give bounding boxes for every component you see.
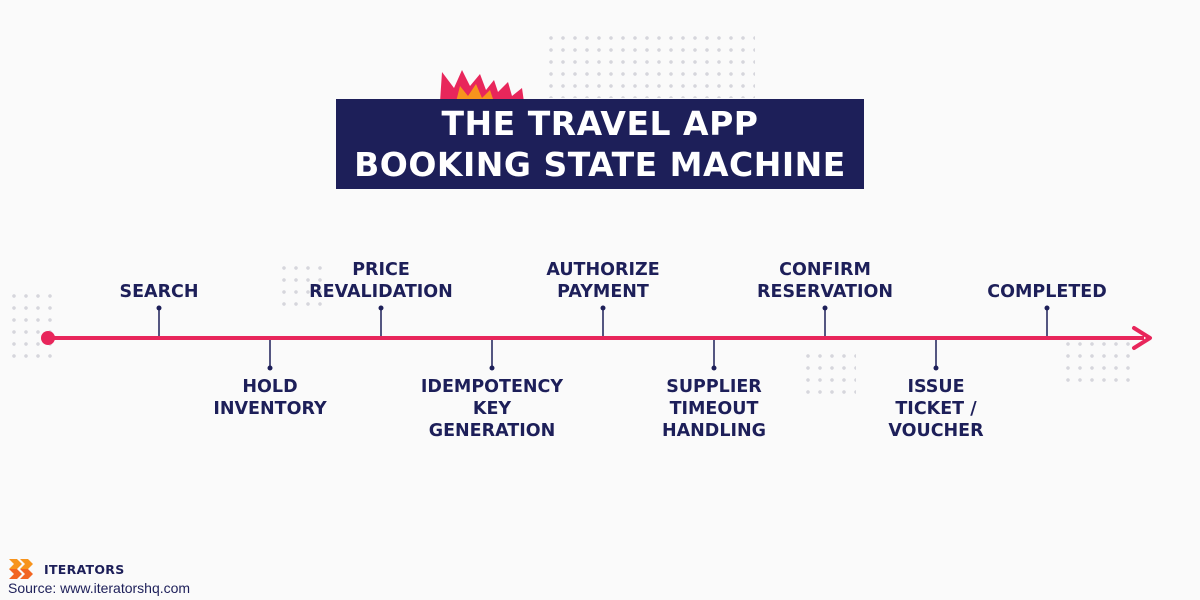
timeline-tick-dot xyxy=(1044,305,1050,311)
dot-pattern-mid-right xyxy=(802,350,856,400)
timeline-tick-dot xyxy=(711,365,717,371)
timeline-tick-dot xyxy=(933,365,939,371)
step-label: AUTHORIZE PAYMENT xyxy=(546,260,660,302)
title-line-1: THE TRAVEL APP xyxy=(441,104,759,143)
step-label: IDEMPOTENCY KEY GENERATION xyxy=(420,377,564,441)
timeline-arrowhead xyxy=(1132,326,1152,350)
iterators-logo-icon xyxy=(9,559,33,579)
dot-pattern-left xyxy=(8,290,58,360)
step-label: SEARCH xyxy=(119,282,199,302)
timeline-tick-dot xyxy=(600,305,606,311)
dot-pattern-left-mid xyxy=(278,262,328,312)
timeline-tick-dot xyxy=(489,365,495,371)
dot-pattern-top-right xyxy=(545,32,755,98)
timeline-tick-dot xyxy=(378,305,384,311)
dot-pattern-right xyxy=(1062,338,1132,384)
flame-decoration xyxy=(440,70,524,102)
title-banner: THE TRAVEL APP BOOKING STATE MACHINE xyxy=(336,99,864,189)
step-label: CONFIRM RESERVATION xyxy=(757,260,893,302)
timeline-tick-dot xyxy=(156,305,162,311)
source-link[interactable]: Source: www.iteratorshq.com xyxy=(8,580,191,596)
step-label: ISSUE TICKET / VOUCHER xyxy=(888,377,984,441)
step-label: PRICE REVALIDATION xyxy=(309,260,453,302)
timeline-start-dot xyxy=(41,331,55,345)
step-label: HOLD INVENTORY xyxy=(213,377,327,419)
brand-logo: ITERATORS xyxy=(8,558,125,580)
title-line-2: BOOKING STATE MACHINE xyxy=(354,145,846,184)
timeline-tick-dot xyxy=(267,365,273,371)
timeline-tick-dot xyxy=(822,305,828,311)
step-label: SUPPLIER TIMEOUT HANDLING xyxy=(661,377,767,441)
brand-name: ITERATORS xyxy=(44,561,125,577)
step-label: COMPLETED xyxy=(987,282,1107,302)
